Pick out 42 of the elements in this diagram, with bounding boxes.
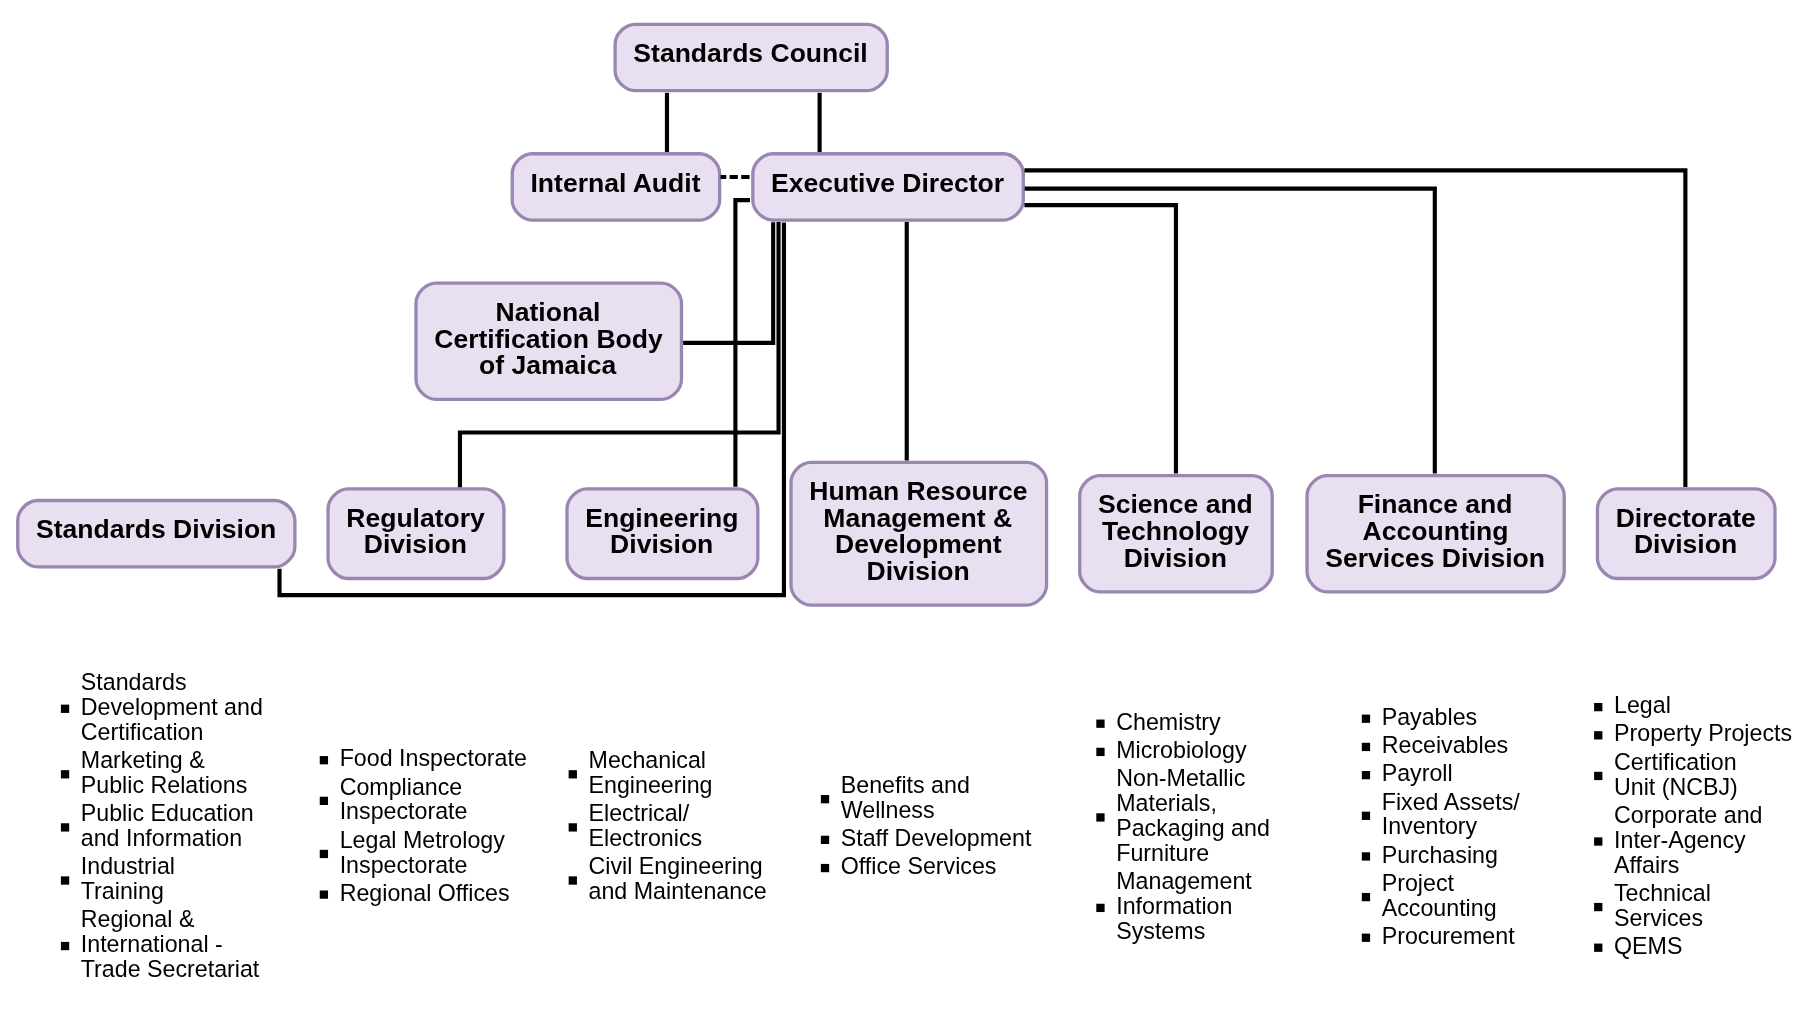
node-label: Industrial Training [80,853,176,905]
connector [817,92,822,153]
connector [1024,186,1437,474]
connector [733,198,750,487]
node-label: Staff Development [840,824,1032,851]
node-label: Management Information Systems [1116,868,1252,944]
node-label: Legal [1614,692,1671,719]
connector [720,174,750,180]
node-label: Regional & International - Trade Secretariat [80,906,260,983]
node-label: QEMS [1614,932,1683,959]
node-label: Payroll [1381,760,1453,787]
node-label: Benefits and Wellness [840,771,970,823]
node-label: Procurement [1381,922,1515,949]
connector [1024,203,1179,474]
node-label: Project Accounting [1381,869,1497,921]
node-label: Mechanical Engineering [588,747,713,798]
node-label: Fixed Assets/ Inventory [1381,788,1520,840]
connector [683,222,776,345]
node-label: Standards Development and Certification [80,669,263,745]
node-label: Regional Offices [339,879,510,906]
node-label: Receivables [1381,732,1509,759]
connector [904,222,909,461]
connector [664,92,670,153]
node-label: Chemistry [1116,708,1221,735]
connector [457,222,781,488]
node-label: Microbiology [1116,737,1247,764]
node-label: Purchasing [1381,841,1498,868]
node-label: Public Education and Information [80,800,254,851]
node-label: Electrical/ Electronics [588,800,703,851]
node-label: Payables [1381,703,1478,730]
node-label: Corporate and Inter-Agency Affairs [1614,801,1763,878]
node-label: Technical Services [1614,879,1711,931]
node-label: Office Services [840,853,997,880]
node-label: Property Projects [1614,720,1793,747]
node-label: Civil Engineering and Maintenance [588,853,767,905]
node-label: Certification Unit (NCBJ) [1614,748,1738,800]
node-label: Legal Metrology Inspectorate [339,826,505,878]
node-label: Compliance Inspectorate [339,773,468,825]
node-label: Food Inspectorate [339,745,527,772]
node-label: Marketing & Public Relations [80,747,248,798]
node-label: Non-Metallic Materials, Packaging and Furniture [1116,765,1270,866]
connector [1024,168,1688,487]
